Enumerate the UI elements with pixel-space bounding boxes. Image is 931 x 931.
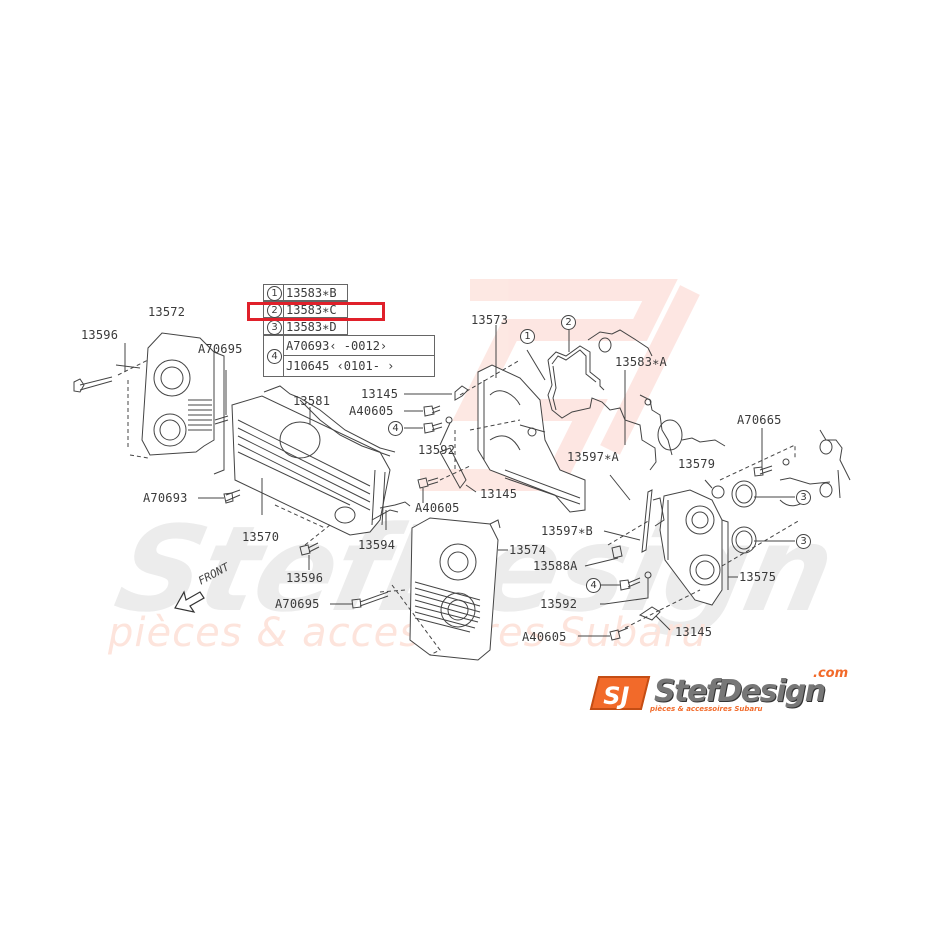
label-13573: 13573 — [471, 313, 509, 327]
callout-4-icon: 4 — [388, 421, 403, 436]
label-a70695-top: A70695 — [198, 342, 243, 356]
label-13594: 13594 — [358, 538, 396, 552]
callout-3-icon: 3 — [796, 490, 811, 505]
legend-part: 13583∗C — [286, 303, 337, 317]
label-13574: 13574 — [509, 543, 547, 557]
label-13145-bottom: 13145 — [675, 625, 713, 639]
label-13579: 13579 — [678, 457, 716, 471]
part-13573-cover — [477, 364, 586, 513]
label-13592-bottom: 13592 — [540, 597, 578, 611]
stefdesign-logo: SJ StefDesign .com pièces & accessoires … — [588, 666, 849, 720]
label-13145-mid: 13145 — [480, 487, 518, 501]
label-a40605-bottom: A40605 — [522, 630, 567, 644]
legend-part: 13583∗B — [286, 286, 337, 300]
front-arrow-icon — [174, 590, 205, 613]
legend-part: 13583∗D — [286, 320, 337, 334]
part-13574-cover — [409, 517, 501, 661]
callout-1-icon: 1 — [267, 286, 282, 301]
label-13570: 13570 — [242, 530, 280, 544]
highlighted-part-box — [247, 302, 385, 321]
callout-4-icon: 4 — [267, 349, 282, 364]
logo-tagline: pièces & accessoires Subaru — [650, 705, 763, 713]
label-a70695-bottom: A70695 — [275, 597, 320, 611]
legend-part: J10645 ‹0101- › — [286, 359, 395, 373]
watermark-sj-mark — [420, 279, 700, 491]
legend-row-4: 4 A70693‹ -0012› J10645 ‹0101- › — [263, 335, 435, 377]
label-13581: 13581 — [293, 394, 331, 408]
callout-3-icon: 3 — [267, 320, 282, 335]
label-a70693: A70693 — [143, 491, 188, 505]
label-13596-bottom: 13596 — [286, 571, 324, 585]
callout-1-icon: 1 — [520, 329, 535, 344]
label-13575: 13575 — [739, 570, 777, 584]
label-a40605-top: A40605 — [349, 404, 394, 418]
callout-3-icon: 3 — [796, 534, 811, 549]
label-13592-top: 13592 — [418, 443, 456, 457]
legend-row-2: 2 13583∗C — [263, 301, 348, 318]
watermark-tagline: pièces & accessoires Subaru — [108, 610, 708, 656]
label-a70665: A70665 — [737, 413, 782, 427]
label-13597a: 13597∗A — [567, 450, 619, 464]
logo-domain: .com — [813, 666, 849, 681]
label-13588a: 13588A — [533, 559, 578, 573]
label-13572: 13572 — [148, 305, 186, 319]
callout-2-icon: 2 — [561, 315, 576, 330]
logo-mark-icon: SJ — [589, 676, 651, 710]
part-13572-cover — [141, 332, 225, 475]
label-13597b: 13597∗B — [541, 524, 593, 538]
label-13583a: 13583∗A — [615, 355, 667, 369]
part-13575-cover — [659, 489, 729, 606]
part-13583-gaskets — [547, 345, 657, 471]
legend-part: A70693‹ -0012› — [286, 339, 388, 353]
part-13570-cover — [231, 385, 399, 536]
label-a40605-mid: A40605 — [415, 501, 460, 515]
label-13596-top: 13596 — [81, 328, 119, 342]
legend-row-1: 1 13583∗B — [263, 284, 348, 301]
logo-brand: StefDesign — [654, 674, 826, 709]
label-13145-top: 13145 — [361, 387, 399, 401]
callout-4-icon: 4 — [586, 578, 601, 593]
